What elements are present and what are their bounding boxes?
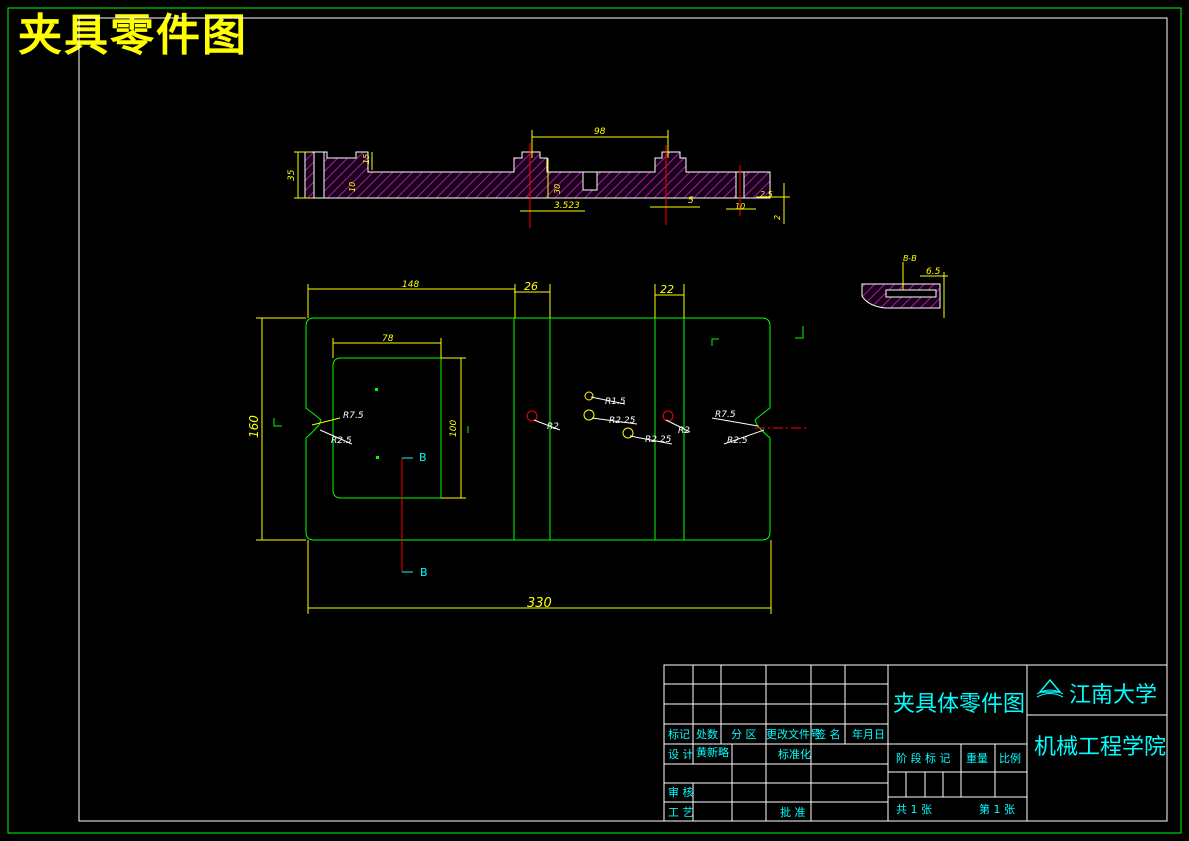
dim-35: 35 bbox=[287, 169, 297, 181]
label-craft: 工 艺 bbox=[668, 806, 694, 819]
slot-center bbox=[582, 171, 598, 191]
dim-22: 22 bbox=[660, 283, 674, 296]
total-sheets: 共 1 张 bbox=[896, 803, 932, 816]
radius-r2-b: R2 bbox=[678, 426, 690, 436]
university-logo-icon bbox=[1036, 678, 1064, 698]
dim-148: 148 bbox=[402, 280, 419, 290]
drawing-title: 夹具零件图 bbox=[18, 10, 248, 61]
detail-b-b: B-B 6.5 bbox=[861, 254, 948, 318]
department-name: 机械工程学院 bbox=[1034, 735, 1166, 760]
radius-r2-a: R2 bbox=[547, 422, 559, 432]
inner-border bbox=[78, 17, 1168, 822]
plate-outline bbox=[305, 317, 771, 541]
pocket-left bbox=[313, 151, 325, 199]
dim-330: 330 bbox=[527, 596, 552, 611]
dim-2-5: 2.5 bbox=[760, 190, 773, 199]
radius-r2-5-right: R2.5 bbox=[727, 436, 748, 446]
dim-15: 15 bbox=[362, 154, 371, 164]
label-approve: 批 准 bbox=[780, 805, 806, 819]
dim-26: 26 bbox=[524, 280, 538, 293]
radius-r2-25-a: R2.25 bbox=[609, 416, 636, 426]
label-standardize: 标准化 bbox=[778, 747, 811, 761]
dim-10: 10 bbox=[348, 182, 357, 192]
dim-30: 30 bbox=[553, 184, 562, 194]
header-fenqu: 分 区 bbox=[731, 728, 757, 741]
label-stage: 阶 段 标 记 bbox=[896, 751, 951, 765]
dim-10b: 10 bbox=[735, 202, 745, 211]
dim-98: 98 bbox=[594, 127, 606, 137]
dim-100: 100 bbox=[449, 420, 459, 437]
label-weight: 重量 bbox=[966, 751, 988, 765]
radius-r2-25-b: R2.25 bbox=[645, 435, 672, 445]
outer-border bbox=[7, 7, 1182, 834]
section-mark-top: B bbox=[419, 451, 427, 464]
label-design: 设 计 bbox=[668, 748, 694, 761]
radius-r7-5-left: R7.5 bbox=[343, 411, 364, 421]
university-name: 江南大学 bbox=[1069, 683, 1157, 708]
sheet-number: 第 1 张 bbox=[979, 802, 1015, 816]
dim-78: 78 bbox=[382, 334, 394, 344]
dim-5: 5 bbox=[688, 196, 694, 206]
pocket bbox=[332, 357, 442, 499]
header-nianyueri: 年月日 bbox=[852, 727, 885, 741]
header-biaoji: 标记 bbox=[668, 727, 690, 741]
drawing-name: 夹具体零件图 bbox=[893, 692, 1025, 717]
section-body bbox=[304, 151, 771, 199]
label-review: 审 核 bbox=[668, 785, 694, 799]
header-gengwenjian: 更改文件号 bbox=[766, 727, 821, 741]
designer-name: 黄新略 bbox=[696, 745, 729, 759]
detail-dim: 6.5 bbox=[926, 267, 941, 277]
header-chushu: 处数 bbox=[696, 728, 718, 741]
radius-r7-5-right: R7.5 bbox=[715, 410, 736, 420]
radius-r2-5-left: R2.5 bbox=[331, 436, 352, 446]
section-mark-bottom: B bbox=[420, 566, 428, 579]
detail-label: B-B bbox=[903, 254, 917, 263]
dim-160: 160 bbox=[247, 415, 261, 438]
label-scale: 比例 bbox=[999, 751, 1021, 765]
radius-r1-5: R1.5 bbox=[605, 397, 626, 407]
plan-view: B B 148 26 22 78 160 100 330 R7.5 bbox=[247, 280, 808, 614]
dim-3523: 3.523 bbox=[554, 201, 580, 211]
header-qianming: 签 名 bbox=[815, 727, 841, 741]
dim-2: 2 bbox=[773, 215, 782, 220]
title-block: 夹具体零件图 江南大学 机械工程学院 标记 处数 分 区 更改文件号 签 名 年… bbox=[663, 664, 1168, 822]
section-view: 98 35 15 10 30 3.523 5 10 2.5 2 bbox=[287, 127, 790, 228]
